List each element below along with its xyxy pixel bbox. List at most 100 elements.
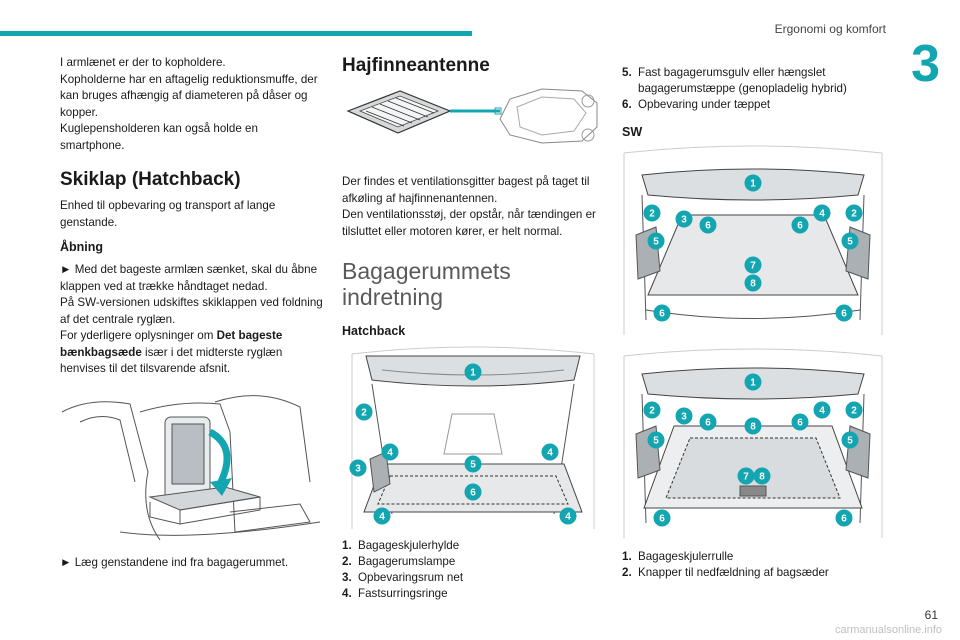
more-info: For yderligere oplysninger om Det bagest… <box>60 328 324 378</box>
callout-marker <box>753 467 771 485</box>
item-text: Opbevaringsrum net <box>358 571 464 584</box>
callout-number: 5 <box>847 436 853 447</box>
list-item: 2.Knapper til nedfældning af bagsæder <box>622 565 884 581</box>
page-number: 61 <box>924 608 938 622</box>
luggage-section-title: Bagagerummets indretning <box>342 258 511 310</box>
callout-number: 6 <box>705 221 711 232</box>
opening-step-2: ► Læg genstandene ind fra bagagerummet. <box>60 555 289 569</box>
callout-marker <box>841 431 859 449</box>
callout-marker <box>647 232 665 250</box>
callout-number: 6 <box>841 514 847 525</box>
callout-marker <box>653 304 671 322</box>
column-3: 5. Fast bagagerumsgulv eller hængslet bag… <box>622 55 884 581</box>
header-accent-bar <box>0 31 472 36</box>
callout-marker <box>845 204 863 222</box>
item-number: 5. <box>622 66 632 79</box>
list-item: 2. Bagagerumslampe <box>342 554 604 570</box>
callout-number: 8 <box>759 472 765 483</box>
callout-marker <box>373 507 391 525</box>
column-1: I armlænet er der to kopholdere. Kophold… <box>60 55 324 571</box>
item-number: 1. <box>342 539 352 552</box>
more-info-link: Det bageste bænkbagsæde <box>60 329 283 359</box>
sw-items-list: 1.Bagageskjulerrulle 2.Knapper til nedfæ… <box>622 549 884 581</box>
callout-marker <box>464 363 482 381</box>
intro-line-3: Kuglepensholderen kan også holde en smar… <box>60 122 258 152</box>
callout-marker <box>643 204 661 222</box>
callout-marker <box>835 509 853 527</box>
callout-marker <box>675 407 693 425</box>
chapter-number: 3 <box>911 35 940 93</box>
list-item: 4.Fastsurringsringe <box>342 586 604 602</box>
callout-marker <box>813 204 831 222</box>
hatchback-items-list: 1.Bagageskjulerhylde 2. Bagagerumslampe 3… <box>342 538 604 602</box>
ventilation-text-2: Den ventilationsstøj, der opstår, når tæ… <box>342 208 596 238</box>
more-info-suffix: især i det midterste ryglæn henvises til… <box>60 345 283 376</box>
callout-marker <box>355 403 373 421</box>
item-number: 6. <box>622 98 632 111</box>
sw-label: SW <box>622 125 643 139</box>
ski-hatch-heading: Skiklap (Hatchback) <box>60 169 241 190</box>
callout-marker <box>464 455 482 473</box>
opening-heading: Åbning <box>60 240 104 254</box>
luggage-items-continued: 5. Fast bagagerumsgulv eller hængslet bag… <box>622 65 884 113</box>
list-item: 6.Opbevaring under tæppet <box>622 97 884 113</box>
item-number: 4. <box>342 587 352 600</box>
list-item: 1.Bagageskjulerrulle <box>622 549 884 565</box>
callout-marker <box>744 274 762 292</box>
callout-number: 6 <box>705 418 711 429</box>
ski-hatch-description: Enhed til opbevaring og transport af lan… <box>60 199 276 229</box>
callout-number: 1 <box>750 179 756 190</box>
list-item: 3. Opbevaringsrum net <box>342 570 604 586</box>
callout-marker <box>464 483 482 501</box>
callout-number: 6 <box>797 418 803 429</box>
callout-marker <box>699 413 717 431</box>
callout-marker <box>675 210 693 228</box>
callout-number: 6 <box>797 221 803 232</box>
callout-number: 2 <box>851 209 857 220</box>
intro-line-2: Kopholderne har en aftagelig reduktionsm… <box>60 72 318 119</box>
item-number: 3. <box>342 571 352 584</box>
callout-number: 6 <box>659 514 665 525</box>
callout-marker <box>541 443 559 461</box>
callout-number: 6 <box>470 488 476 499</box>
callout-number: 1 <box>750 378 756 389</box>
shark-fin-illustration <box>342 83 604 168</box>
callout-number: 7 <box>750 261 756 272</box>
callout-marker <box>791 413 809 431</box>
list-item: 5. Fast bagagerumsgulv eller hængslet bag… <box>622 65 884 97</box>
intro-line-1: I armlænet er der to kopholdere. <box>60 56 226 69</box>
chapter-title: Ergonomi og komfort <box>774 22 886 36</box>
item-number: 1. <box>622 550 632 563</box>
callout-marker <box>791 216 809 234</box>
callout-number: 7 <box>743 472 749 483</box>
callout-number: 4 <box>819 209 825 220</box>
callout-number: 8 <box>750 279 756 290</box>
item-number: 2. <box>622 566 632 579</box>
shark-fin-heading: Hajfinneantenne <box>342 55 490 76</box>
callout-number: 5 <box>653 237 659 248</box>
callout-number: 4 <box>387 448 393 459</box>
callout-number: 4 <box>547 448 553 459</box>
item-number: 2. <box>342 555 352 568</box>
callout-marker <box>744 417 762 435</box>
callout-number: 8 <box>750 422 756 433</box>
callout-marker <box>653 509 671 527</box>
callout-number: 6 <box>659 309 665 320</box>
callout-number: 5 <box>653 436 659 447</box>
ventilation-text-1: Der findes et ventilationsgitter bagest … <box>342 175 590 205</box>
callout-number: 2 <box>361 408 367 419</box>
callout-marker <box>813 401 831 419</box>
item-text: Fast bagagerumsgulv eller hængslet bagag… <box>638 66 847 95</box>
callout-marker <box>744 256 762 274</box>
list-item: 1.Bagageskjulerhylde <box>342 538 604 554</box>
callout-marker <box>643 401 661 419</box>
opening-step-1: ► Med det bageste armlæn sænket, skal du… <box>60 263 318 293</box>
column-2: Hajfinneantenne Der findes et ventilatio… <box>342 55 604 602</box>
callout-marker <box>744 373 762 391</box>
callout-number: 4 <box>819 406 825 417</box>
callout-marker <box>647 431 665 449</box>
callout-number: 4 <box>565 512 571 523</box>
item-text: Bagagerumslampe <box>358 555 456 568</box>
